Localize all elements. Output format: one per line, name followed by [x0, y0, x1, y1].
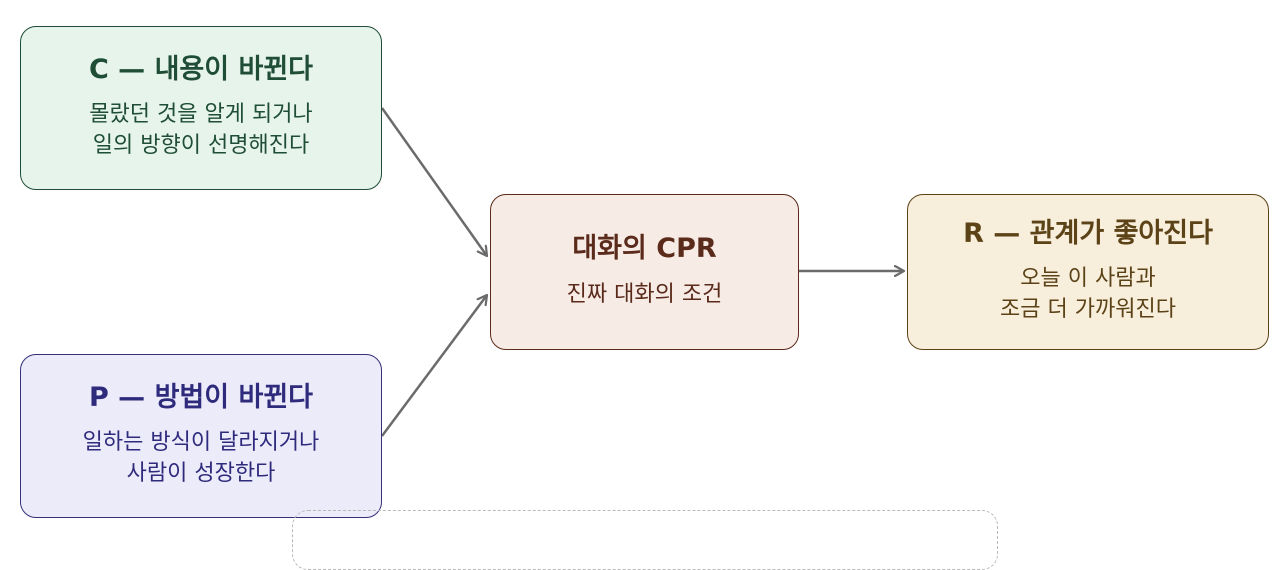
node-p-description: 일하는 방식이 달라지거나 사람이 성장한다 [82, 430, 320, 487]
connector-arrows [380, 107, 1280, 437]
node-cpr-description: 진짜 대화의 조건 [566, 281, 723, 307]
node-content-change: C — 내용이 바뀐다 몰랐던 것을 알게 되거나 일의 방향이 선명해진다 [20, 26, 382, 190]
node-c-title: C — 내용이 바뀐다 [88, 54, 314, 85]
node-relationship-change: R — 관계가 좋아진다 오늘 이 사람과 조금 더 가까워진다 [907, 194, 1269, 350]
node-cpr-title: 대화의 CPR [572, 233, 717, 265]
node-p-title: P — 방법이 바뀐다 [88, 382, 314, 413]
arrow-p-to-cpr [380, 295, 487, 437]
node-c-description: 몰랐던 것을 알게 되거나 일의 방향이 선명해진다 [89, 102, 313, 159]
dashed-frame [292, 510, 998, 570]
node-cpr: 대화의 CPR 진짜 대화의 조건 [490, 194, 799, 350]
node-r-title: R — 관계가 좋아진다 [963, 218, 1213, 249]
node-r-description: 오늘 이 사람과 조금 더 가까워진다 [1000, 266, 1176, 323]
node-process-change: P — 방법이 바뀐다 일하는 방식이 달라지거나 사람이 성장한다 [20, 354, 382, 518]
arrow-c-to-cpr [380, 107, 487, 256]
